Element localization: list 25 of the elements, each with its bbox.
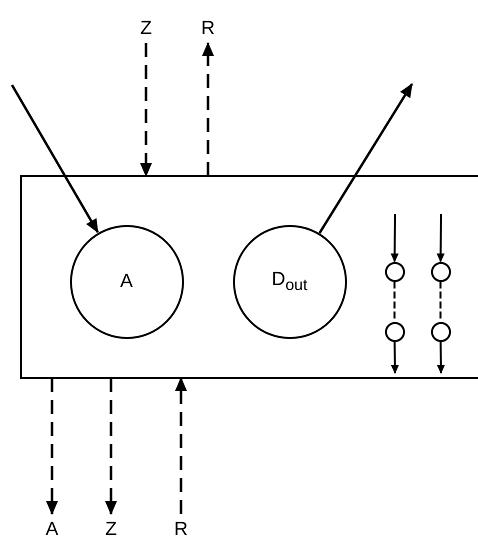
- signal-label: Z: [100, 517, 122, 541]
- arrow: [390, 214, 399, 262]
- arrow: [46, 378, 58, 515]
- arrow: [202, 42, 214, 176]
- small-circle: [430, 322, 450, 342]
- circle-label: A: [120, 272, 133, 291]
- arrow: [175, 377, 187, 514]
- signal-label: R: [170, 517, 192, 541]
- arrow: [318, 83, 414, 234]
- circle-label: D$_{out}$: [272, 270, 308, 294]
- small-circle: [384, 262, 404, 282]
- arrow: [105, 378, 117, 515]
- signal-label: Z: [135, 16, 157, 40]
- small-circle: [430, 262, 450, 282]
- arrow: [390, 341, 399, 374]
- connector-line: [394, 282, 396, 322]
- arrow: [140, 43, 152, 177]
- signal-label: A: [41, 517, 63, 541]
- connector-line: [440, 282, 442, 322]
- panel-box: [20, 175, 478, 379]
- signal-label: R: [197, 16, 219, 40]
- arrow: [436, 341, 445, 374]
- small-circle: [384, 322, 404, 342]
- arrow: [436, 214, 445, 262]
- arrow: [10, 84, 99, 234]
